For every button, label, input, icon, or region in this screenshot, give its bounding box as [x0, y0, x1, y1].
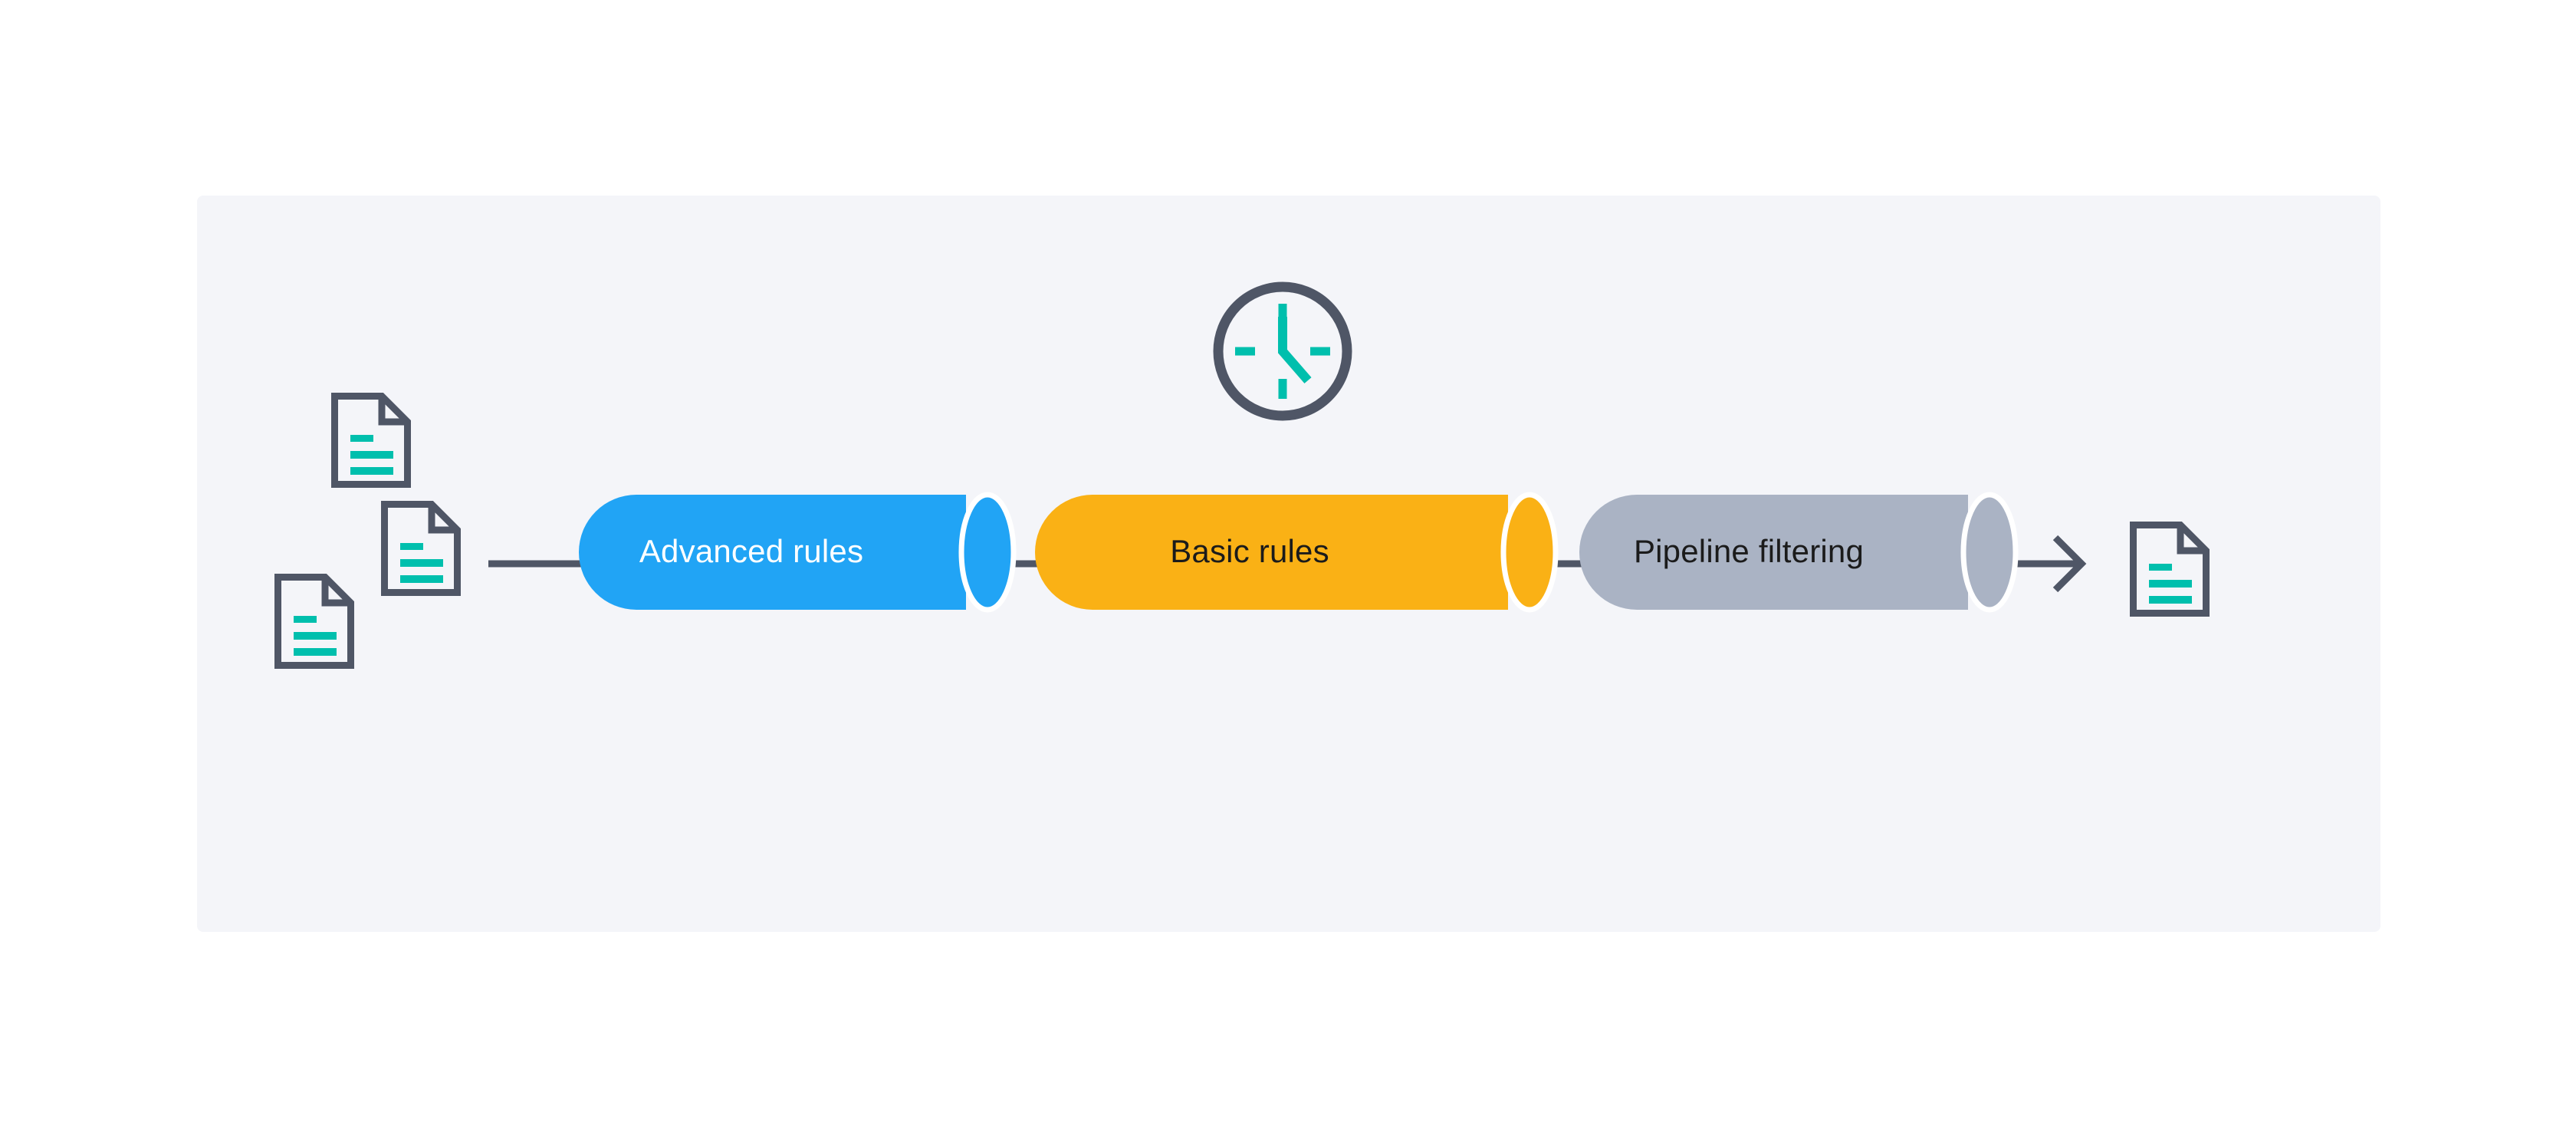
stage-label-basic-rules: Basic rules	[1170, 533, 1329, 569]
clock-tick-6	[1278, 379, 1287, 399]
clock-tick-3	[1310, 347, 1330, 356]
stage-body-basic-rules	[1035, 495, 1508, 610]
pipeline-stages: Advanced rules Basic rules Pipeline filter…	[579, 492, 2019, 613]
stage-body-advanced-rules	[579, 495, 966, 610]
clock-hands	[1278, 317, 1312, 383]
pipeline-stage-basic-rules[interactable]: Basic rules	[1035, 492, 1559, 613]
stage-body-pipeline-filtering	[1579, 495, 1968, 610]
pipeline-stage-advanced-rules[interactable]: Advanced rules	[579, 492, 1017, 613]
pipeline-stage-pipeline-filtering[interactable]: Pipeline filtering	[1579, 492, 2019, 613]
clock-tick-9	[1235, 347, 1255, 356]
output-document	[2134, 525, 2206, 614]
stage-label-advanced-rules: Advanced rules	[639, 533, 863, 569]
input-document-2	[385, 505, 458, 593]
input-document-3	[278, 578, 351, 666]
stage-cap-advanced-rules	[958, 492, 1017, 613]
clock-icon	[1213, 281, 1352, 421]
input-document-1	[335, 397, 408, 485]
stage-label-pipeline-filtering: Pipeline filtering	[1634, 533, 1864, 569]
clock-ring	[1213, 281, 1352, 421]
arrow-head-icon	[2052, 535, 2087, 593]
stage-cap-pipeline-filtering	[1960, 492, 2019, 613]
stage-cap-basic-rules	[1500, 492, 1559, 613]
clock-tick-12	[1278, 304, 1287, 324]
